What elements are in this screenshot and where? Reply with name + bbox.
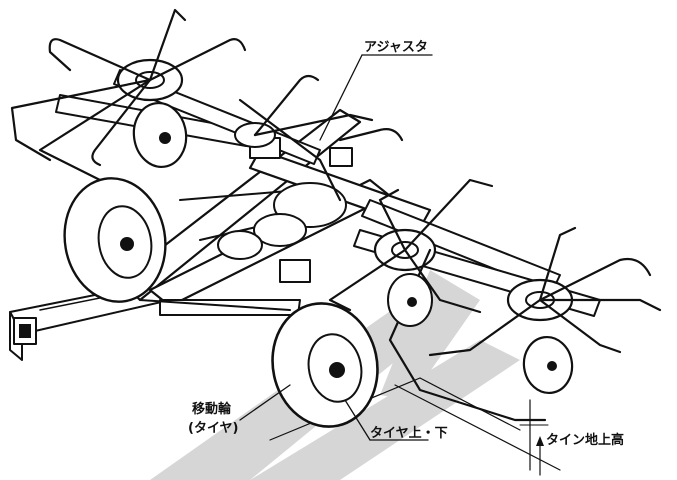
label-tire: (タイヤ) — [188, 421, 239, 436]
label-tire-up-down: タイヤ上・下 — [370, 426, 448, 441]
leader-lines — [239, 54, 433, 441]
label-adjuster: アジャスタ — [364, 40, 428, 55]
central-gearbox — [217, 137, 353, 283]
label-tine-height: タイン地上高 — [546, 432, 624, 448]
tine-height-dimension — [519, 399, 549, 476]
wheels — [63, 102, 574, 428]
label-transport-wheel: 移動輪 — [192, 401, 232, 417]
